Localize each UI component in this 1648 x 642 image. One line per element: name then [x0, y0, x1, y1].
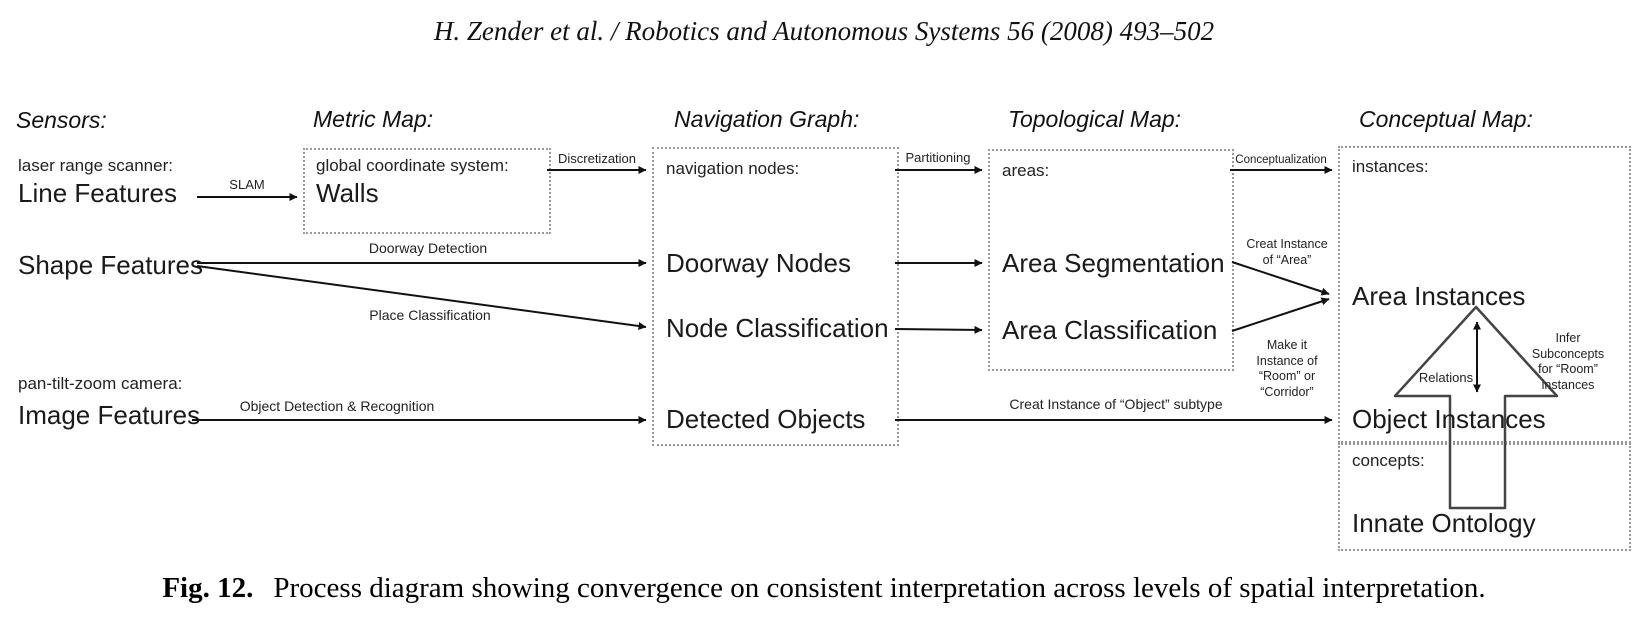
area-classification-label: Area Classification — [1002, 315, 1218, 345]
area-instances-label: Area Instances — [1352, 281, 1526, 311]
running-head: H. Zender et al. / Robotics and Autonomo… — [433, 16, 1215, 46]
heading-metric-map: Metric Map: — [313, 106, 434, 132]
creat-instance-area-label: Creat Instance of “Area” — [1246, 237, 1328, 267]
instances-label: instances: — [1352, 157, 1429, 176]
areas-label: areas: — [1002, 161, 1050, 180]
heading-topological-map: Topological Map: — [1008, 106, 1182, 132]
doorway-detection-arrow-label: Doorway Detection — [368, 240, 488, 256]
area-segmentation-label: Area Segmentation — [1002, 248, 1225, 278]
relations-label: Relations — [1418, 370, 1474, 385]
object-detection-arrow-label: Object Detection & Recognition — [239, 398, 435, 414]
heading-sensors: Sensors: — [16, 107, 107, 133]
arrow-node-to-classification — [894, 325, 983, 334]
partitioning-arrow-label: Partitioning — [905, 150, 971, 165]
node-classification-label: Node Classification — [666, 313, 889, 343]
shape-features-label: Shape Features — [18, 250, 204, 280]
image-features-label: Image Features — [18, 400, 201, 430]
walls-label: Walls — [316, 178, 379, 208]
figure-caption: Fig. 12. Process diagram showing converge… — [162, 572, 1485, 605]
navigation-graph-box — [652, 147, 899, 446]
doorway-nodes-label: Doorway Nodes — [666, 248, 851, 278]
navigation-nodes-label: navigation nodes: — [666, 159, 800, 178]
conceptualization-arrow-label: Conceptualization — [1235, 154, 1327, 166]
heading-navigation-graph: Navigation Graph: — [674, 106, 860, 132]
infer-subconcepts-label: Infer Subconcepts for “Room” instances — [1531, 331, 1605, 392]
innate-ontology-label: Innate Ontology — [1352, 508, 1536, 538]
concepts-label: concepts: — [1352, 451, 1425, 470]
topological-map-box — [988, 149, 1234, 371]
arrow-classification-to-area-instances — [1231, 297, 1330, 332]
metric-map-box — [303, 148, 551, 234]
creat-instance-object-label: Creat Instance of “Object” subtype — [1009, 396, 1223, 412]
line-features-label: Line Features — [18, 178, 177, 208]
global-coordinate-system-label: global coordinate system: — [316, 156, 509, 175]
figure-caption-text: Process diagram showing convergence on c… — [273, 572, 1486, 604]
detected-objects-label: Detected Objects — [666, 404, 866, 434]
pan-tilt-zoom-camera-label: pan-tilt-zoom camera: — [18, 374, 183, 393]
slam-arrow-label: SLAM — [229, 177, 265, 192]
make-it-instance-label: Make it Instance of “Room” or “Corridor” — [1256, 338, 1318, 399]
object-instances-label: Object Instances — [1352, 404, 1546, 434]
figure-caption-number: Fig. 12. — [162, 572, 254, 604]
laser-range-scanner-label: laser range scanner: — [18, 156, 173, 175]
heading-conceptual-map: Conceptual Map: — [1359, 106, 1533, 132]
discretization-arrow-label: Discretization — [557, 151, 637, 166]
place-classification-arrow-label: Place Classification — [369, 307, 491, 323]
